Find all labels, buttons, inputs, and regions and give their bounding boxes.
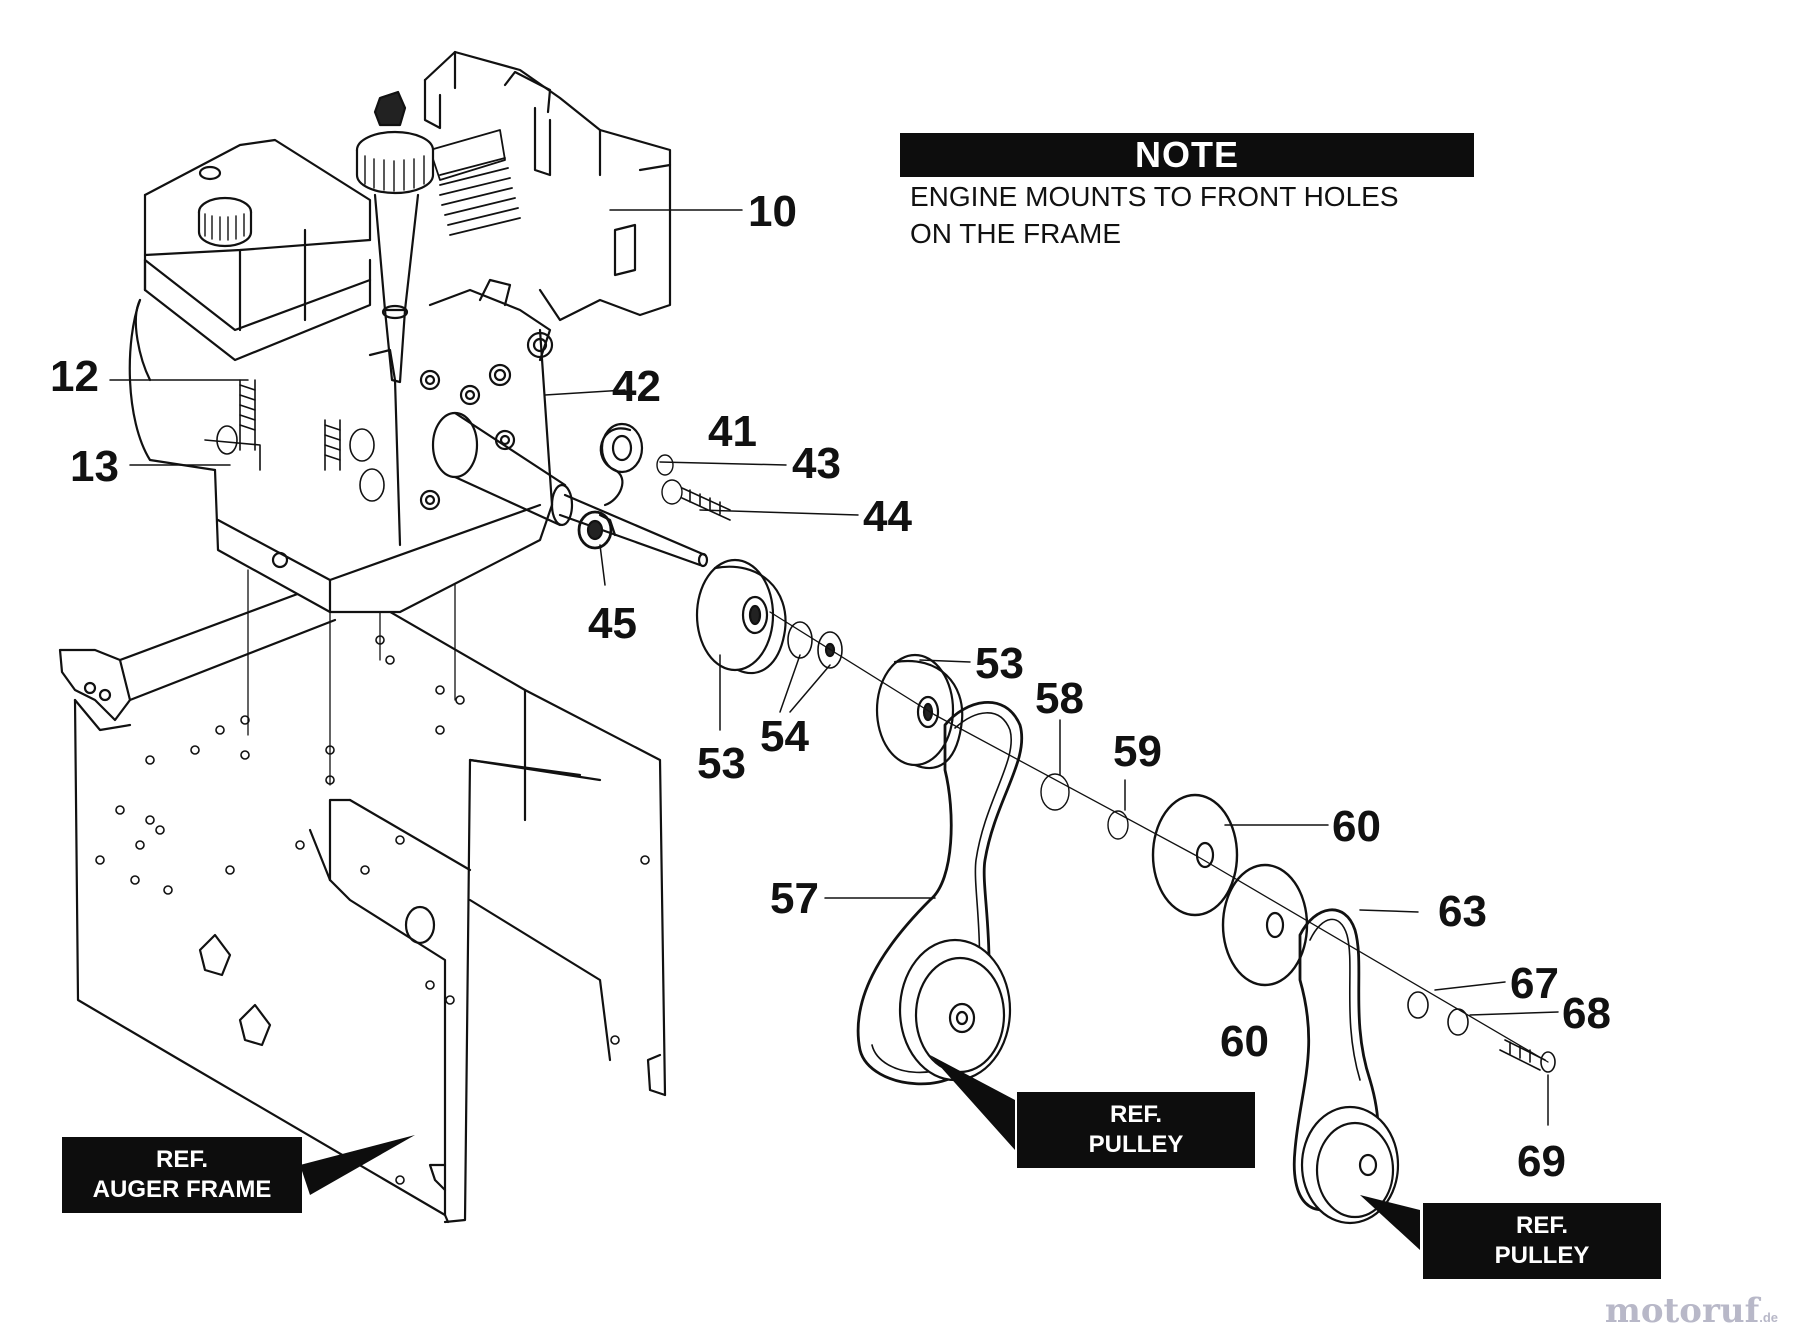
- callout-10: 10: [748, 187, 797, 236]
- callout-53-upper: 53: [975, 639, 1024, 688]
- spring-and-bolts: [577, 422, 731, 550]
- callout-12: 12: [50, 352, 99, 401]
- callout-42: 42: [612, 362, 661, 411]
- watermark: motoruf.de: [1605, 1291, 1778, 1331]
- callout-63: 63: [1438, 887, 1487, 936]
- note-line-2: ON THE FRAME: [910, 218, 1122, 249]
- pulley-assembly-front: [695, 558, 964, 770]
- belt-63: [1292, 908, 1400, 1225]
- callout-13: 13: [70, 442, 119, 491]
- callout-43: 43: [792, 439, 841, 488]
- note-text: ENGINE MOUNTS TO FRONT HOLES ON THE FRAM…: [910, 178, 1510, 252]
- callout-45: 45: [588, 599, 637, 648]
- callout-68: 68: [1562, 989, 1611, 1038]
- callout-41: 41: [708, 407, 757, 456]
- callout-60-lower: 60: [1220, 1017, 1269, 1066]
- callout-44: 44: [863, 492, 912, 541]
- callout-53-lower: 53: [697, 739, 746, 788]
- note-line-1: ENGINE MOUNTS TO FRONT HOLES: [910, 181, 1399, 212]
- callout-57: 57: [770, 874, 819, 923]
- callout-58: 58: [1035, 674, 1084, 723]
- ref-auger-frame-label: REF. AUGER FRAME: [62, 1137, 302, 1213]
- ref-pulley-label-2: REF. PULLEY: [1423, 1203, 1661, 1279]
- watermark-brand: motoruf: [1604, 1291, 1760, 1331]
- callout-59: 59: [1113, 727, 1162, 776]
- callout-67: 67: [1510, 959, 1559, 1008]
- pulley-halves: [1040, 773, 1309, 987]
- callout-69: 69: [1517, 1137, 1566, 1186]
- engine: [128, 50, 709, 614]
- callout-60-upper: 60: [1332, 802, 1381, 851]
- belt-57: [856, 700, 1024, 1086]
- watermark-suffix: .de: [1759, 1310, 1778, 1325]
- ref-pulley-label-1: REF. PULLEY: [1017, 1092, 1255, 1168]
- note-title: NOTE: [900, 133, 1474, 177]
- auger-frame: [58, 578, 667, 1224]
- callout-54: 54: [760, 712, 809, 761]
